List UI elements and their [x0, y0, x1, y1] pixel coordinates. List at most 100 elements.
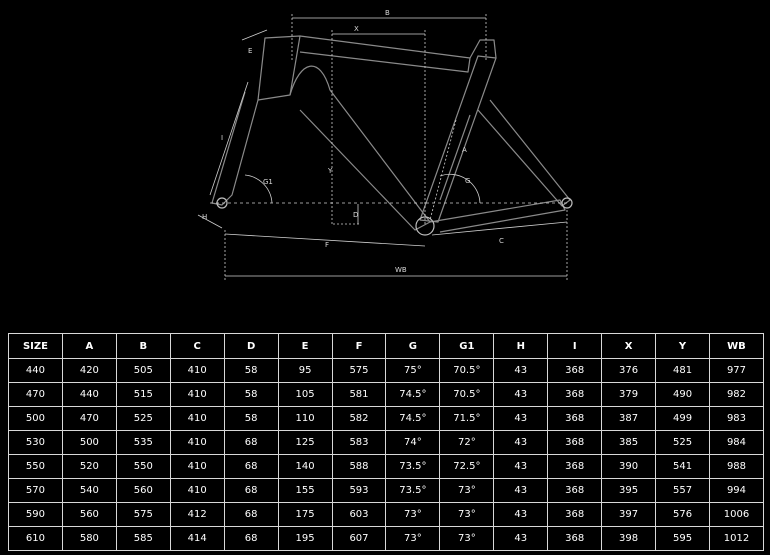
table-cell: 71.5°	[439, 406, 495, 431]
table-cell: 43	[493, 382, 549, 407]
table-cell: 988	[708, 454, 765, 479]
table-cell: 74.5°	[385, 382, 441, 407]
table-cell: 105	[277, 382, 333, 407]
table-cell: 541	[655, 454, 710, 479]
table-cell: 470	[8, 382, 63, 407]
column-header-size: SIZE	[8, 333, 63, 359]
dim-label-wb: WB	[395, 266, 407, 274]
table-cell: 390	[601, 454, 657, 479]
bottom-bracket	[415, 216, 435, 236]
table-cell: 550	[8, 454, 63, 479]
table-cell: 43	[493, 526, 549, 551]
table-cell: 1006	[708, 502, 765, 527]
table-cell: 585	[115, 526, 171, 551]
table-cell: 575	[115, 502, 171, 527]
column-header-g1: G1	[439, 333, 495, 359]
table-cell: 397	[601, 502, 657, 527]
table-cell: 560	[115, 478, 171, 503]
table-cell: 175	[277, 502, 333, 527]
table-cell: 440	[8, 358, 63, 383]
dim-label-h: H	[202, 213, 207, 221]
table-cell: 125	[277, 430, 333, 455]
column-header-a: A	[61, 333, 117, 359]
table-cell: 73°	[385, 502, 441, 527]
table-cell: 70.5°	[439, 358, 495, 383]
table-cell: 368	[547, 382, 603, 407]
table-cell: 368	[547, 406, 603, 431]
table-cell: 74°	[385, 430, 441, 455]
table-cell: 412	[169, 502, 225, 527]
table-cell: 994	[708, 478, 765, 503]
table-cell: 73°	[439, 526, 495, 551]
table-cell: 58	[223, 382, 279, 407]
table-cell: 977	[708, 358, 765, 383]
table-cell: 73.5°	[385, 478, 441, 503]
column-header-d: D	[223, 333, 279, 359]
table-cell: 588	[331, 454, 387, 479]
table-cell: 610	[8, 526, 63, 551]
dim-label-e: E	[248, 47, 252, 55]
table-cell: 595	[655, 526, 710, 551]
column-header-e: E	[277, 333, 333, 359]
table-cell: 368	[547, 454, 603, 479]
table-cell: 58	[223, 358, 279, 383]
table-cell: 72.5°	[439, 454, 495, 479]
table-cell: 68	[223, 502, 279, 527]
table-cell: 73.5°	[385, 454, 441, 479]
table-cell: 410	[169, 406, 225, 431]
dim-label-d: D	[353, 211, 358, 219]
table-cell: 385	[601, 430, 657, 455]
table-cell: 95	[277, 358, 333, 383]
dim-label-y: Y	[327, 167, 333, 175]
table-cell: 583	[331, 430, 387, 455]
table-cell: 379	[601, 382, 657, 407]
table-cell: 70.5°	[439, 382, 495, 407]
dim-label-x: X	[354, 25, 359, 33]
table-cell: 603	[331, 502, 387, 527]
table-cell: 395	[601, 478, 657, 503]
column-header-wb: WB	[708, 333, 765, 359]
table-cell: 607	[331, 526, 387, 551]
table-cell: 557	[655, 478, 710, 503]
dim-label-c: C	[499, 237, 504, 245]
table-cell: 75°	[385, 358, 441, 383]
frame-outline	[211, 35, 571, 233]
table-cell: 43	[493, 430, 549, 455]
table-cell: 68	[223, 478, 279, 503]
table-cell: 368	[547, 430, 603, 455]
table-cell: 155	[277, 478, 333, 503]
table-cell: 195	[277, 526, 333, 551]
table-cell: 43	[493, 358, 549, 383]
table-cell: 68	[223, 430, 279, 455]
table-cell: 982	[708, 382, 765, 407]
table-cell: 530	[8, 430, 63, 455]
table-cell: 43	[493, 502, 549, 527]
table-cell: 983	[708, 406, 765, 431]
table-cell: 68	[223, 454, 279, 479]
table-cell: 581	[331, 382, 387, 407]
table-cell: 73°	[439, 502, 495, 527]
table-cell: 74.5°	[385, 406, 441, 431]
column-header-f: F	[331, 333, 387, 359]
table-cell: 410	[169, 454, 225, 479]
dim-label-a: A	[462, 146, 467, 154]
table-cell: 500	[61, 430, 117, 455]
table-cell: 68	[223, 526, 279, 551]
table-cell: 420	[61, 358, 117, 383]
dim-label-b: B	[385, 9, 390, 17]
table-cell: 414	[169, 526, 225, 551]
table-cell: 590	[8, 502, 63, 527]
table-cell: 140	[277, 454, 333, 479]
table-cell: 410	[169, 382, 225, 407]
table-cell: 368	[547, 526, 603, 551]
